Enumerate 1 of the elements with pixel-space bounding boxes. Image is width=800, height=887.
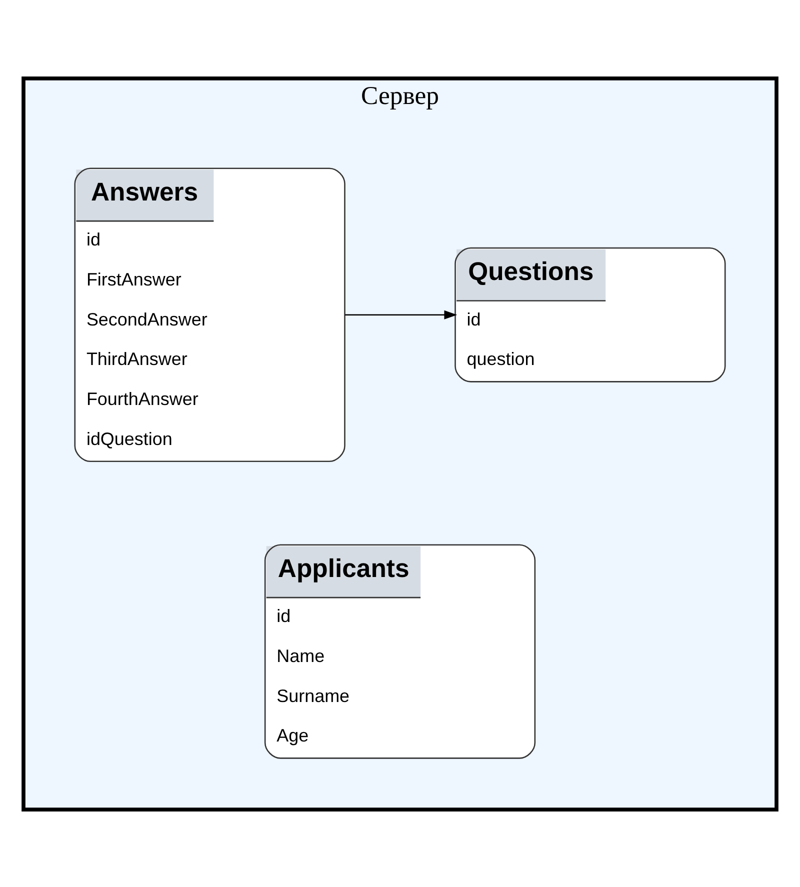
arrow — [345, 310, 458, 319]
